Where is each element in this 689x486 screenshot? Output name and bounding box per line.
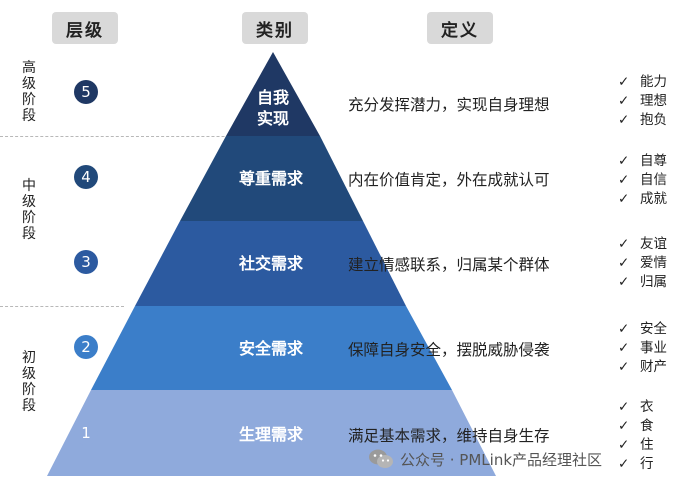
wechat-icon: [369, 449, 393, 468]
pyramid-tier-3: [135, 221, 406, 306]
definition-text: 充分发挥潜力，实现自身理想: [348, 96, 550, 114]
check-mark-icon: ✓: [618, 340, 630, 356]
tier-label: 社交需求: [238, 254, 304, 273]
check-mark-icon: ✓: [618, 321, 630, 337]
check-item-label: 归属: [640, 274, 667, 290]
check-mark-icon: ✓: [618, 456, 630, 472]
check-mark-icon: ✓: [618, 236, 630, 252]
check-mark-icon: ✓: [618, 359, 630, 375]
pyramid-tier-4: [180, 136, 363, 221]
check-mark-icon: ✓: [618, 418, 630, 434]
check-mark-icon: ✓: [618, 172, 630, 188]
check-item: ✓ 抱负: [618, 111, 667, 130]
check-item-label: 食: [640, 418, 654, 434]
check-item: ✓行: [618, 455, 654, 474]
check-item: ✓ 能力: [618, 73, 667, 92]
level-number-2: 2: [74, 335, 98, 359]
watermark: 公众号 · PMLink产品经理社区: [368, 446, 602, 472]
check-mark-icon: ✓: [618, 74, 630, 90]
check-item: ✓ 事业: [618, 339, 667, 358]
check-item: ✓ 理想: [618, 92, 667, 111]
check-item: ✓ 财产: [618, 358, 667, 377]
level-number-1: 1: [74, 421, 98, 445]
check-item-label: 爱情: [640, 255, 667, 271]
check-item-label: 抱负: [640, 112, 667, 128]
check-item-label: 友谊: [640, 236, 667, 252]
header-level: 层级: [52, 12, 118, 44]
check-item: ✓ 自信: [618, 171, 667, 190]
check-mark-icon: ✓: [618, 399, 630, 415]
check-item: ✓ 自尊: [618, 152, 667, 171]
check-item-label: 事业: [640, 340, 667, 356]
level-number-3: 3: [74, 250, 98, 274]
check-item-label: 住: [640, 437, 654, 453]
stage-label-mid: 中级阶段: [22, 178, 36, 242]
check-mark-icon: ✓: [618, 93, 630, 109]
check-item-label: 财产: [640, 359, 667, 375]
level-number-5: 5: [74, 80, 98, 104]
check-mark-icon: ✓: [618, 274, 630, 290]
stage-label-low: 初级阶段: [22, 350, 36, 414]
check-item: ✓住: [618, 436, 654, 455]
check-item: ✓衣: [618, 398, 654, 417]
check-item: ✓食: [618, 417, 654, 436]
check-item-label: 行: [640, 456, 654, 472]
definition-text: 建立情感联系，归属某个群体: [348, 256, 550, 274]
header-category: 类别: [242, 12, 308, 44]
check-list: ✓ 能力 ✓ 理想 ✓ 抱负: [618, 73, 667, 130]
check-mark-icon: ✓: [618, 437, 630, 453]
stage-divider: [0, 306, 124, 307]
check-item-label: 能力: [640, 74, 667, 90]
check-mark-icon: ✓: [618, 255, 630, 271]
tier-label: 尊重需求: [239, 169, 304, 188]
tier-label: 安全需求: [239, 339, 304, 358]
stage-label-high: 高级阶段: [22, 60, 36, 124]
check-list: ✓ 友谊 ✓ 爱情 ✓ 归属: [618, 235, 667, 292]
level-number-4: 4: [74, 165, 98, 189]
watermark-text: 公众号 · PMLink产品经理社区: [400, 450, 603, 469]
tier-label: 实现: [257, 109, 289, 128]
tier-label: 自我: [257, 88, 289, 107]
check-item-label: 安全: [640, 321, 667, 337]
definition-text: 内在价值肯定，外在成就认可: [348, 171, 550, 189]
header-definition: 定义: [427, 12, 493, 44]
check-item: ✓ 归属: [618, 273, 667, 292]
check-mark-icon: ✓: [618, 191, 630, 207]
check-item: ✓ 爱情: [618, 254, 667, 273]
check-item-label: 衣: [640, 399, 654, 415]
check-item: ✓ 成就: [618, 190, 667, 209]
check-item: ✓ 友谊: [618, 235, 667, 254]
pyramid-tier-5: [226, 52, 320, 136]
definition-text: 保障自身安全，摆脱威胁侵袭: [348, 341, 550, 359]
check-item: ✓ 安全: [618, 320, 667, 339]
stage-divider: [0, 136, 290, 137]
check-mark-icon: ✓: [618, 112, 630, 128]
check-list: ✓衣✓食✓住✓行: [618, 398, 654, 474]
check-item-label: 自信: [640, 172, 667, 188]
tier-label: 生理需求: [239, 425, 304, 444]
check-mark-icon: ✓: [618, 153, 630, 169]
pyramid-tier-2: [91, 306, 452, 390]
check-list: ✓ 自尊 ✓ 自信 ✓ 成就: [618, 152, 667, 209]
check-list: ✓ 安全 ✓ 事业 ✓ 财产: [618, 320, 667, 377]
definition-text: 满足基本需求，维持自身生存: [348, 427, 550, 445]
check-item-label: 理想: [640, 93, 667, 109]
check-item-label: 自尊: [640, 153, 667, 169]
check-item-label: 成就: [640, 191, 667, 207]
